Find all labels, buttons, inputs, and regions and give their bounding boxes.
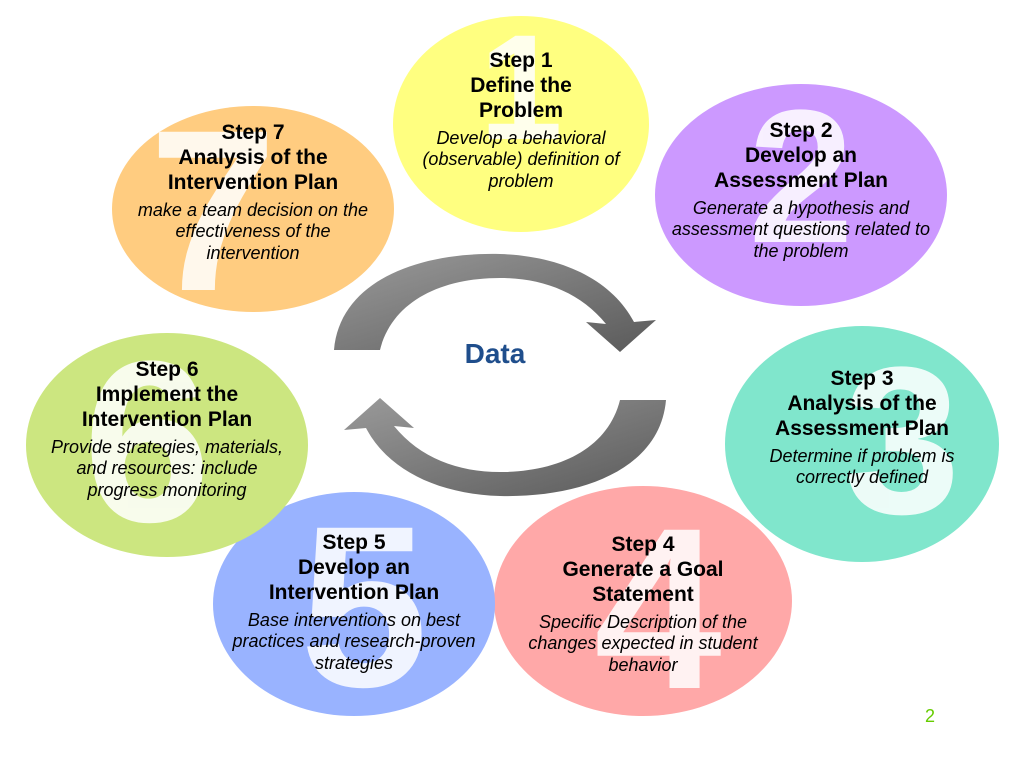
step-1-label: Step 1 — [489, 49, 553, 72]
step-1-description: Develop a behavioral (observable) defini… — [422, 127, 620, 191]
step-7-description: make a team decision on the effectivenes… — [137, 199, 369, 263]
step-2-description: Generate a hypothesis and assessment que… — [671, 197, 931, 261]
step-2-ellipse: 2 Step 2 Develop an Assessment Plan Gene… — [655, 84, 947, 306]
cycle-arrow-top — [334, 253, 656, 352]
step-6-ellipse: 6 Step 6 Implement the Intervention Plan… — [26, 333, 308, 557]
page-number: 2 — [924, 706, 935, 726]
step-5-label: Step 5 — [322, 531, 386, 554]
step-6-title: Implement the Intervention Plan — [81, 383, 253, 432]
step-3-label: Step 3 — [830, 367, 894, 390]
step-6-description: Provide strategies, materials, and resou… — [50, 436, 284, 500]
step-3-description: Determine if problem is correctly define… — [769, 445, 955, 488]
step-7-label: Step 7 — [221, 121, 285, 144]
step-1-title: Define the Problem — [470, 74, 572, 123]
step-2-label: Step 2 — [769, 119, 833, 142]
step-2-title: Develop an Assessment Plan — [714, 144, 888, 193]
step-7-title: Analysis of the Intervention Plan — [167, 146, 339, 195]
step-3-title: Analysis of the Assessment Plan — [775, 392, 949, 441]
step-1-ellipse: 1 Step 1 Define the Problem Develop a be… — [393, 16, 649, 232]
step-4-label: Step 4 — [611, 533, 675, 556]
step-7-ellipse: 7 Step 7 Analysis of the Intervention Pl… — [112, 106, 394, 312]
step-3-ellipse: 3 Step 3 Analysis of the Assessment Plan… — [725, 326, 999, 562]
step-6-label: Step 6 — [135, 358, 199, 381]
step-4-ellipse: 4 Step 4 Generate a Goal Statement Speci… — [494, 486, 792, 716]
step-5-title: Develop an Intervention Plan — [268, 556, 440, 605]
step-5-description: Base interventions on best practices and… — [232, 609, 476, 673]
step-4-title: Generate a Goal Statement — [562, 558, 724, 607]
center-data-label: Data — [464, 338, 526, 369]
cycle-arrows — [334, 253, 666, 497]
cycle-arrow-bottom — [344, 398, 666, 497]
step-4-description: Specific Description of the changes expe… — [528, 611, 758, 675]
